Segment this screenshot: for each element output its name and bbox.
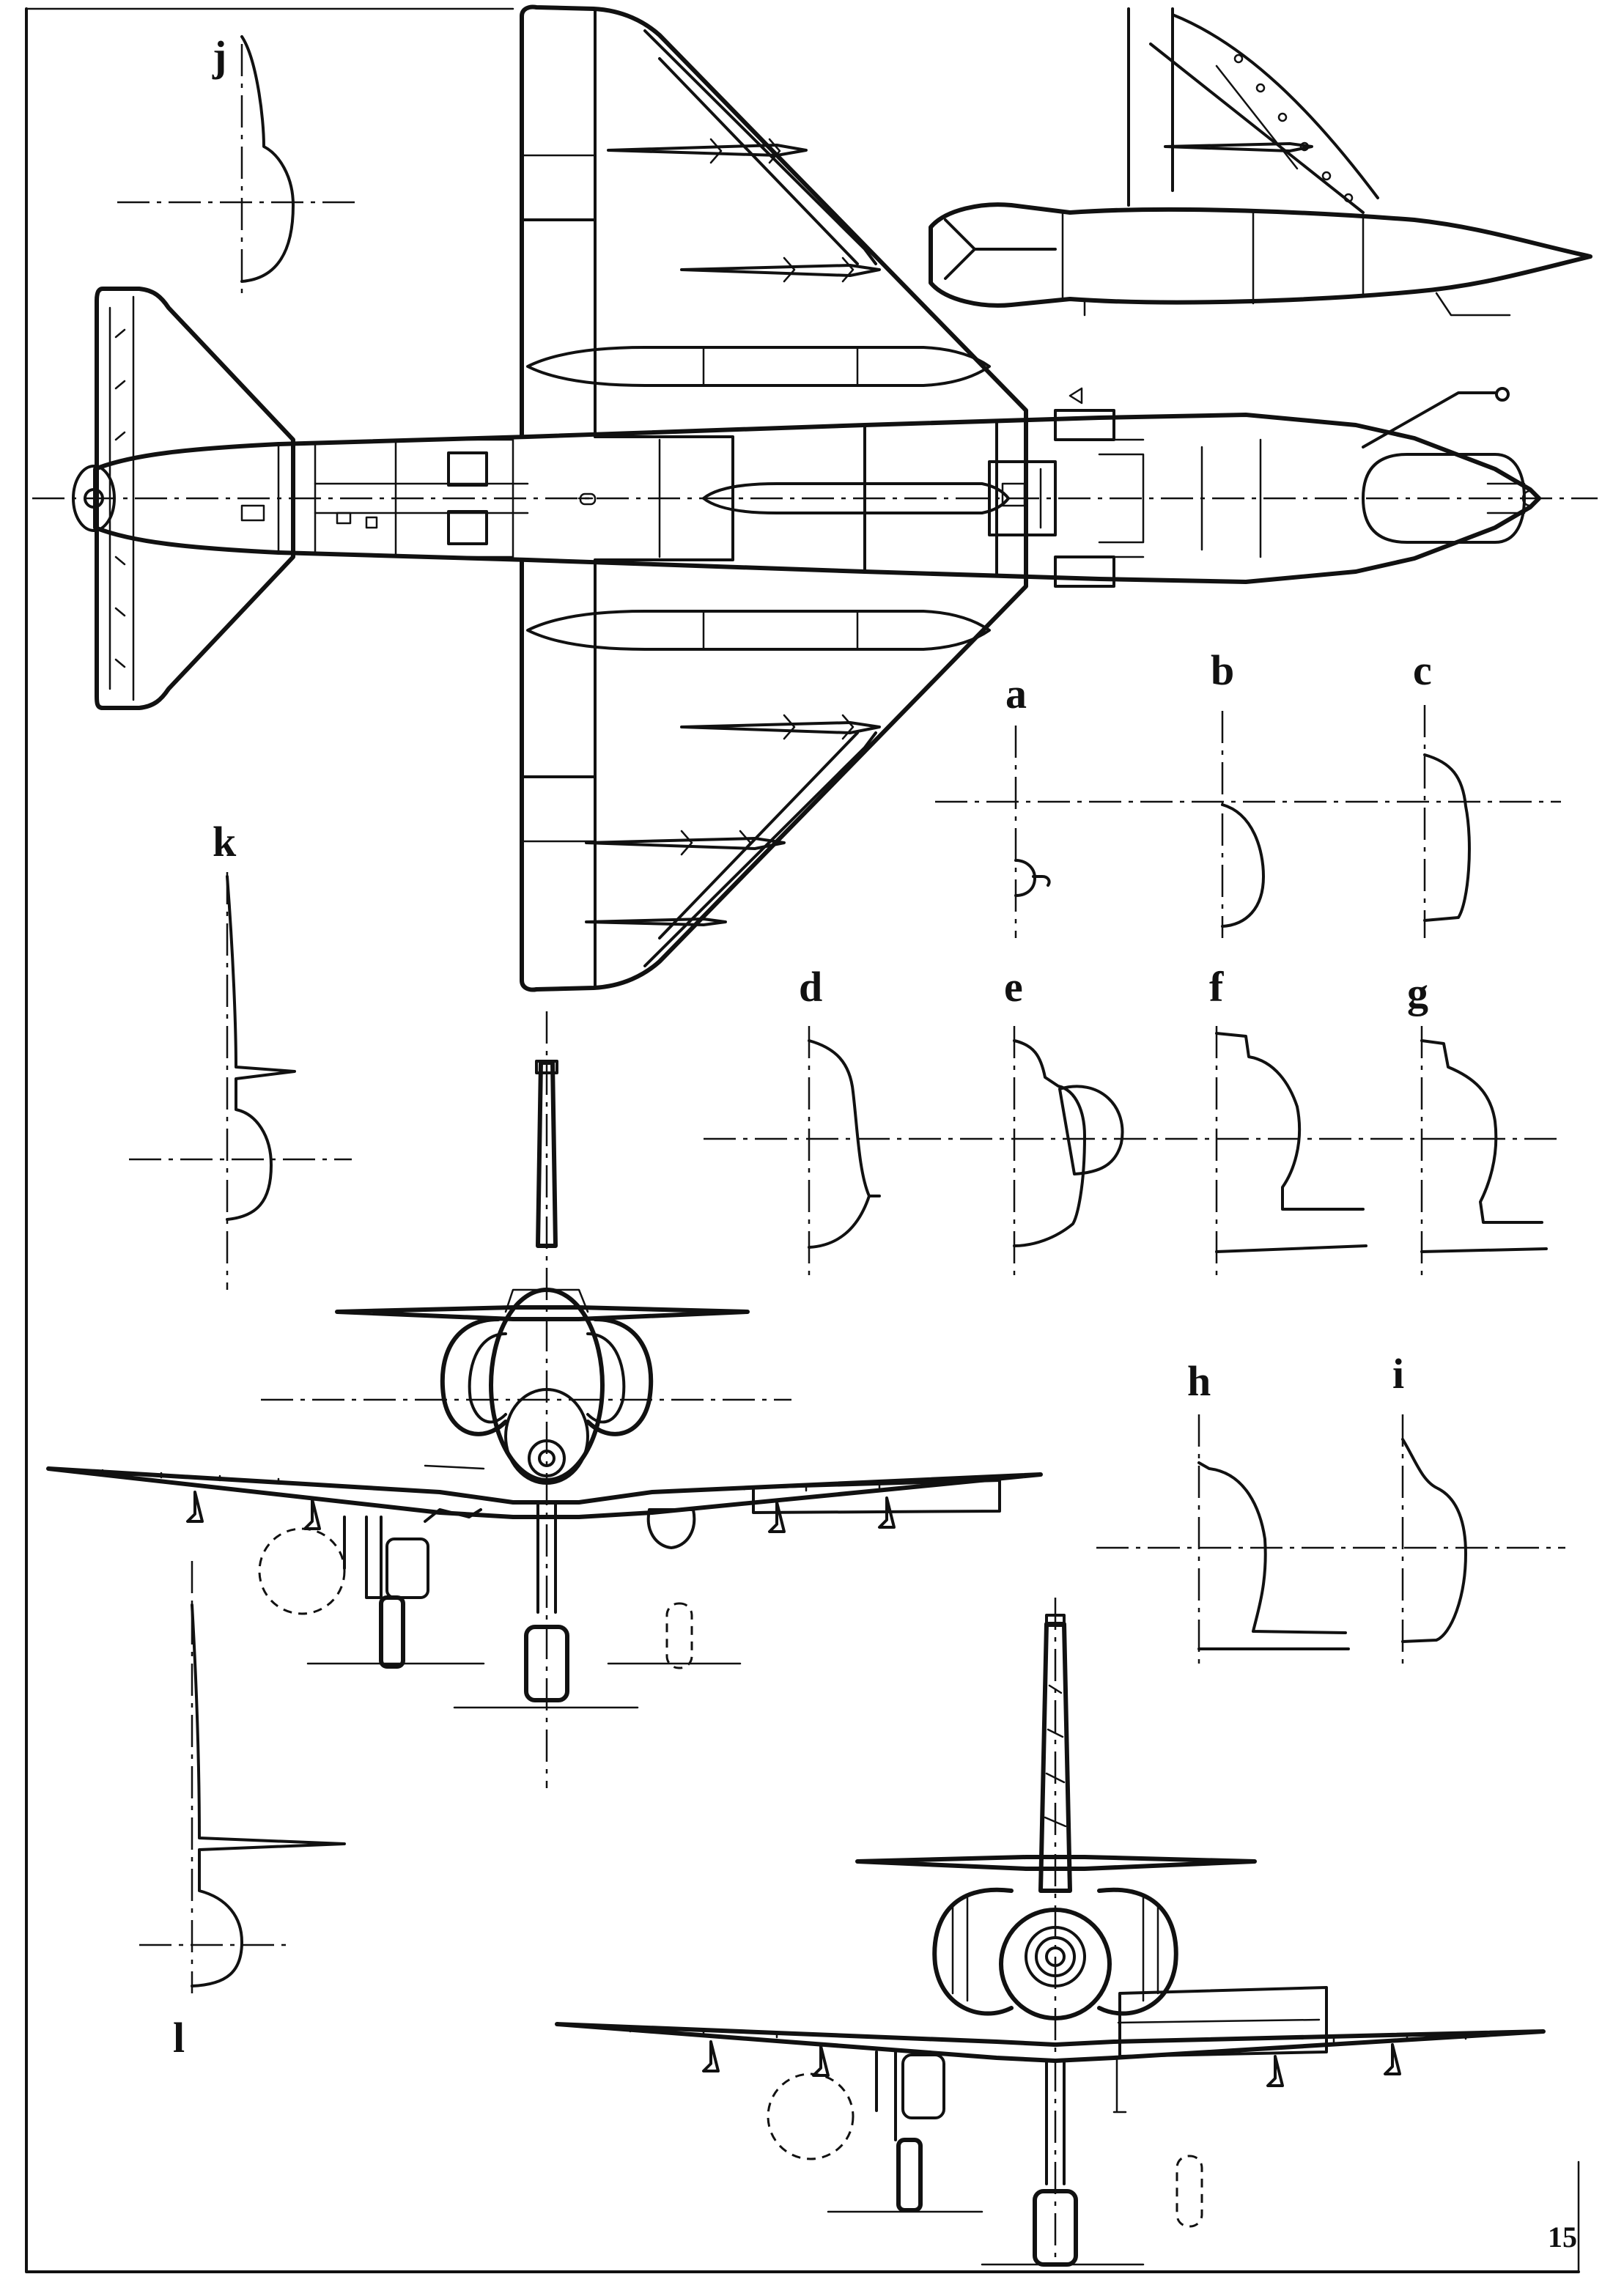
main-wing xyxy=(520,4,1028,992)
front-view-left-tank xyxy=(258,1527,346,1615)
refuel-probe xyxy=(1362,391,1496,449)
airbrake-panel-upper xyxy=(447,451,488,487)
section-i xyxy=(1401,1414,1467,1671)
fuselage-panels xyxy=(240,438,529,558)
drop-tank-detail xyxy=(929,7,1592,317)
label-i: i xyxy=(1392,1350,1404,1398)
plan-view xyxy=(32,4,1598,992)
rear-view-left-intake xyxy=(932,1887,1014,2016)
front-view xyxy=(46,1011,1043,1788)
front-view-right-store xyxy=(646,1508,696,1549)
tail-cone xyxy=(72,465,116,532)
section-c xyxy=(1423,705,1471,938)
rear-view-nose-gear xyxy=(981,2059,1145,2267)
section-k xyxy=(129,872,352,1290)
rear-view-left-tank xyxy=(767,2072,855,2160)
section-l xyxy=(139,1561,346,1993)
section-b xyxy=(1221,711,1265,938)
label-h: h xyxy=(1187,1357,1211,1405)
label-f: f xyxy=(1209,963,1224,1011)
section-e-canopy xyxy=(1058,1085,1124,1175)
star-insignia xyxy=(1068,387,1083,405)
label-d: d xyxy=(799,963,822,1011)
label-j: j xyxy=(212,32,226,80)
plan-drop-tank-lower xyxy=(526,610,991,651)
front-view-wing xyxy=(46,1466,1043,1519)
rear-view-right-intake xyxy=(1097,1887,1178,2016)
stabilizer-hinges xyxy=(114,328,126,668)
front-view-right-intake xyxy=(586,1317,654,1436)
label-b: b xyxy=(1211,646,1234,694)
section-j xyxy=(117,35,359,293)
detail-rivets xyxy=(1233,53,1354,203)
label-k: k xyxy=(213,818,237,865)
rear-view-right-gear-hidden xyxy=(1175,2155,1203,2228)
plan-stores-upper xyxy=(607,138,881,283)
label-g: g xyxy=(1407,969,1428,1016)
plan-stores-lower xyxy=(585,714,881,926)
section-g xyxy=(1420,1026,1548,1275)
section-f xyxy=(1215,1026,1368,1275)
rear-view-wing xyxy=(555,2022,1546,2063)
cross-sections xyxy=(117,35,1565,1993)
plan-centerline-store xyxy=(702,482,1010,514)
label-l: l xyxy=(173,2014,185,2061)
rear-view-pylons xyxy=(702,2040,1401,2087)
nose-gear-bay xyxy=(988,460,1057,536)
rear-view-wing-tank xyxy=(1118,1986,1328,2058)
cockpit-canopy-plan xyxy=(1362,453,1526,544)
label-c: c xyxy=(1413,646,1432,694)
front-view-wing-tank xyxy=(752,1479,1001,1514)
section-a xyxy=(935,726,1561,938)
rear-view-stabilizer xyxy=(855,1855,1257,1871)
label-a: a xyxy=(1005,670,1027,717)
drop-tank-profile xyxy=(929,202,1592,308)
leading-edge-slat-upper xyxy=(643,29,877,265)
front-view-stabilizer xyxy=(335,1305,750,1321)
drop-tank-fin xyxy=(944,218,1057,280)
page-frame xyxy=(25,7,1580,2273)
rear-view xyxy=(555,1598,1577,2273)
leading-edge-slat-lower xyxy=(643,731,877,967)
front-view-main-gear-left xyxy=(306,1516,485,1669)
section-h xyxy=(1096,1414,1565,1671)
page-number: 15 xyxy=(1548,2221,1577,2253)
rear-view-main-gear-left xyxy=(827,2050,983,2213)
fuselage-outline xyxy=(93,413,1541,584)
front-view-right-gear-hidden xyxy=(665,1602,693,1669)
horizontal-stabilizer xyxy=(95,287,295,710)
section-e xyxy=(1013,1026,1124,1275)
section-labels: j k l a b c d e f g h i 15 xyxy=(173,32,1577,2253)
forward-fuselage xyxy=(863,387,1539,588)
front-view-nose-gear xyxy=(453,1501,639,1709)
rear-view-fuselage xyxy=(999,1908,1112,2020)
label-e: e xyxy=(1004,963,1023,1011)
exhaust-nozzle xyxy=(1025,1926,1086,1987)
airbrake-panel-lower xyxy=(447,510,488,545)
section-d xyxy=(704,1026,1561,1275)
plan-drop-tank-upper xyxy=(526,346,991,387)
front-view-left-intake xyxy=(440,1317,508,1436)
